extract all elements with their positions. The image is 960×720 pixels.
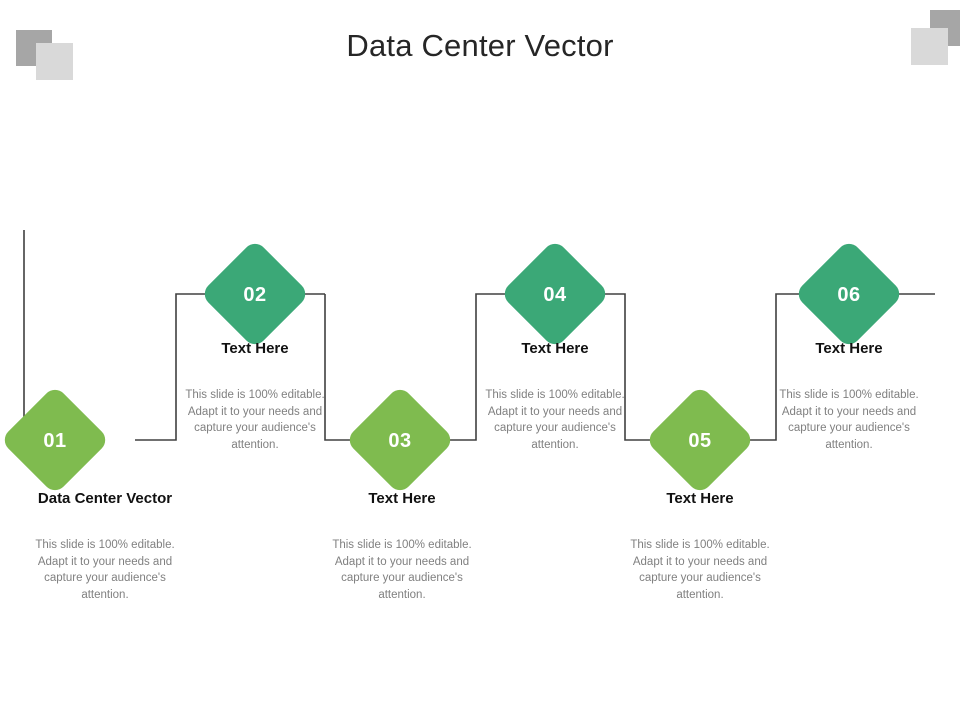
step-number-02: 02 bbox=[243, 284, 267, 306]
page-title: Data Center Vector bbox=[346, 28, 614, 63]
step-heading-02: Text Here bbox=[221, 340, 289, 357]
step-number-01: 01 bbox=[43, 430, 67, 452]
step-heading-04: Text Here bbox=[521, 340, 589, 357]
step-number-04: 04 bbox=[543, 284, 567, 306]
step-body-05: This slide is 100% editable. Adapt it to… bbox=[630, 539, 770, 602]
step-body-06: This slide is 100% editable. Adapt it to… bbox=[779, 389, 919, 452]
step-body-04: This slide is 100% editable. Adapt it to… bbox=[485, 389, 625, 452]
step-heading-05: Text Here bbox=[666, 490, 734, 507]
step-body-03: This slide is 100% editable. Adapt it to… bbox=[332, 539, 472, 602]
step-number-05: 05 bbox=[688, 430, 712, 452]
decor-square-top-left-light bbox=[36, 43, 73, 80]
decor-square-top-right-light bbox=[911, 28, 948, 65]
step-number-03: 03 bbox=[388, 430, 412, 452]
step-body-01: This slide is 100% editable. Adapt it to… bbox=[35, 539, 175, 602]
step-heading-03: Text Here bbox=[368, 490, 436, 507]
step-heading-06: Text Here bbox=[815, 340, 883, 357]
step-number-06: 06 bbox=[837, 284, 861, 306]
step-heading-01: Data Center Vector bbox=[37, 490, 173, 507]
step-body-02: This slide is 100% editable. Adapt it to… bbox=[185, 389, 325, 452]
